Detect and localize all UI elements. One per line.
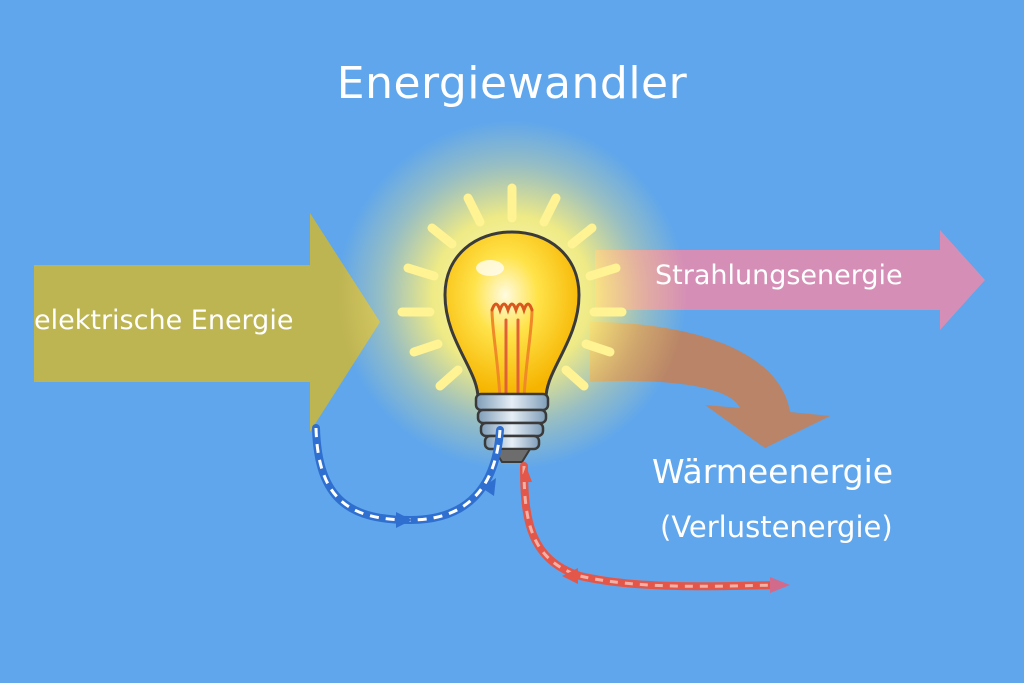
bulb-filament: [490, 302, 534, 400]
output-wire-arrowhead-2: [562, 568, 578, 584]
input-wire-arrowhead-1: [396, 512, 412, 528]
input-wire-arrowhead-2: [482, 478, 496, 496]
bulb-highlight: [476, 260, 504, 276]
output-wire-arrowhead-3: [770, 577, 790, 593]
bulb-glass: [443, 230, 581, 400]
diagram-title: Energiewandler: [336, 58, 688, 109]
heat-energy-label: Wärmeenergie: [652, 452, 894, 491]
light-rays: [397, 183, 627, 391]
output-current-wire: [520, 462, 790, 593]
electric-energy-arrow: [34, 213, 380, 432]
radiation-energy-arrow: [595, 230, 985, 330]
loss-energy-label: (Verlustenergie): [660, 510, 893, 544]
radiation-energy-label: Strahlungsenergie: [655, 260, 903, 291]
output-wire-arrowhead-1: [520, 466, 532, 482]
input-current-wire: [312, 424, 504, 528]
electric-energy-label: elektrische Energie: [34, 305, 294, 336]
